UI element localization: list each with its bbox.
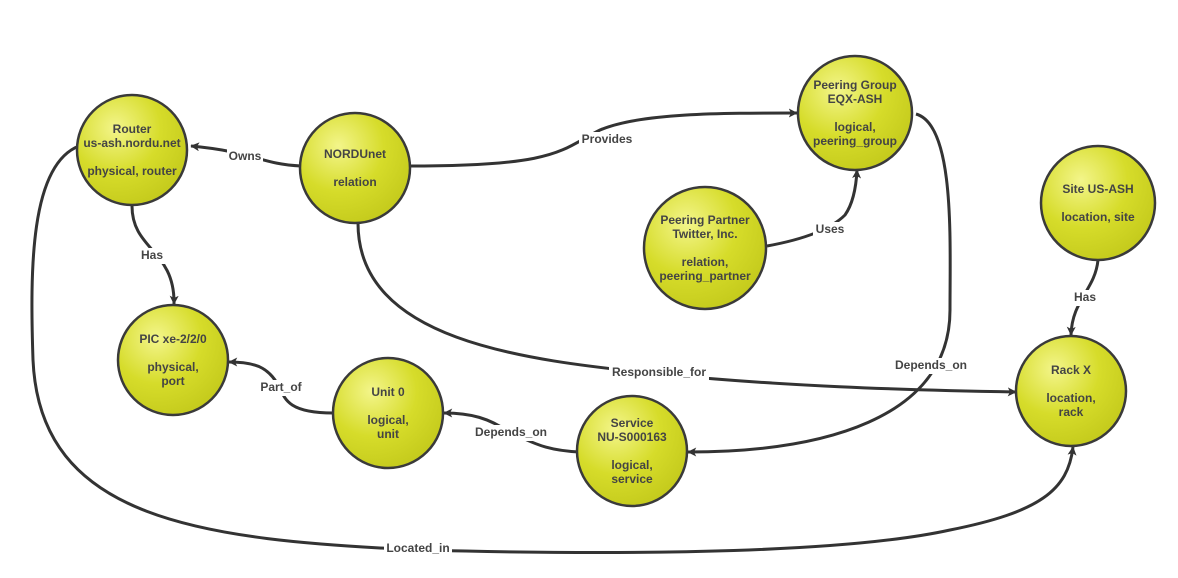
edge-label-responsible-for: Responsible_for — [612, 365, 706, 379]
edge-label-has-site: Has — [1074, 290, 1096, 304]
edge-label-depends-on-unit: Depends_on — [475, 425, 547, 439]
edge-label-provides: Provides — [582, 132, 633, 146]
node-label-line: unit — [377, 427, 399, 441]
node-label-line: location, site — [1061, 210, 1135, 224]
node-pic[interactable]: PIC xe-2/2/0 physical,port — [116, 303, 230, 417]
edge-label-located-in: Located_in — [386, 541, 449, 555]
node-label-nordunet: NORDUnet relation — [324, 147, 386, 189]
node-label-line: EQX-ASH — [828, 92, 883, 106]
node-label-line: Site US-ASH — [1062, 182, 1133, 196]
node-label-line: NORDUnet — [324, 147, 386, 161]
node-rack[interactable]: Rack X location,rack — [1014, 334, 1128, 448]
edge-label-owns: Owns — [229, 149, 262, 163]
node-label-line: relation, — [682, 255, 729, 269]
node-label-line: service — [611, 472, 653, 486]
edge-uses — [766, 169, 862, 248]
node-label-line: logical, — [611, 458, 652, 472]
node-label-line: relation — [333, 175, 376, 189]
node-label-line: physical, — [147, 360, 198, 374]
edge-label-depends-on-group: Depends_on — [895, 358, 967, 372]
edge-label-has-router: Has — [141, 248, 163, 262]
edge-label-part-of: Part_of — [260, 380, 302, 394]
node-label-line: logical, — [367, 413, 408, 427]
node-label-line: logical, — [834, 120, 875, 134]
edge-label-uses: Uses — [816, 222, 845, 236]
node-nordunet[interactable]: NORDUnet relation — [298, 111, 412, 225]
node-label-rack: Rack X location,rack — [1046, 363, 1095, 419]
node-label-line: peering_group — [813, 134, 897, 148]
node-label-line: port — [161, 374, 184, 388]
edge-provides — [408, 108, 798, 168]
node-label-line: location, — [1046, 391, 1095, 405]
node-label-line: Service — [611, 416, 654, 430]
node-unit[interactable]: Unit 0 logical,unit — [331, 356, 445, 470]
node-label-line: Router — [113, 122, 152, 136]
node-label-pic: PIC xe-2/2/0 physical,port — [139, 332, 207, 388]
node-label-line: peering_partner — [659, 269, 751, 283]
node-label-line: Peering Group — [813, 78, 896, 92]
node-label-line: PIC xe-2/2/0 — [139, 332, 207, 346]
node-label-unit: Unit 0 logical,unit — [367, 385, 408, 441]
node-site[interactable]: Site US-ASH location, site — [1039, 144, 1157, 262]
node-label-line: Unit 0 — [371, 385, 405, 399]
node-label-line: NU-S000163 — [597, 430, 667, 444]
node-label-line: physical, router — [87, 164, 177, 178]
node-label-line: Twitter, Inc. — [672, 227, 737, 241]
node-label-line: us-ash.nordu.net — [83, 136, 180, 150]
node-label-line: rack — [1059, 405, 1084, 419]
node-label-site: Site US-ASH location, site — [1061, 182, 1135, 224]
edge-labels: Owns Provides Has Uses Has Part_of Depen… — [137, 132, 1100, 557]
node-label-line: Rack X — [1051, 363, 1091, 377]
edge-depends-on-group — [687, 112, 952, 457]
node-label-line: Peering Partner — [660, 213, 750, 227]
